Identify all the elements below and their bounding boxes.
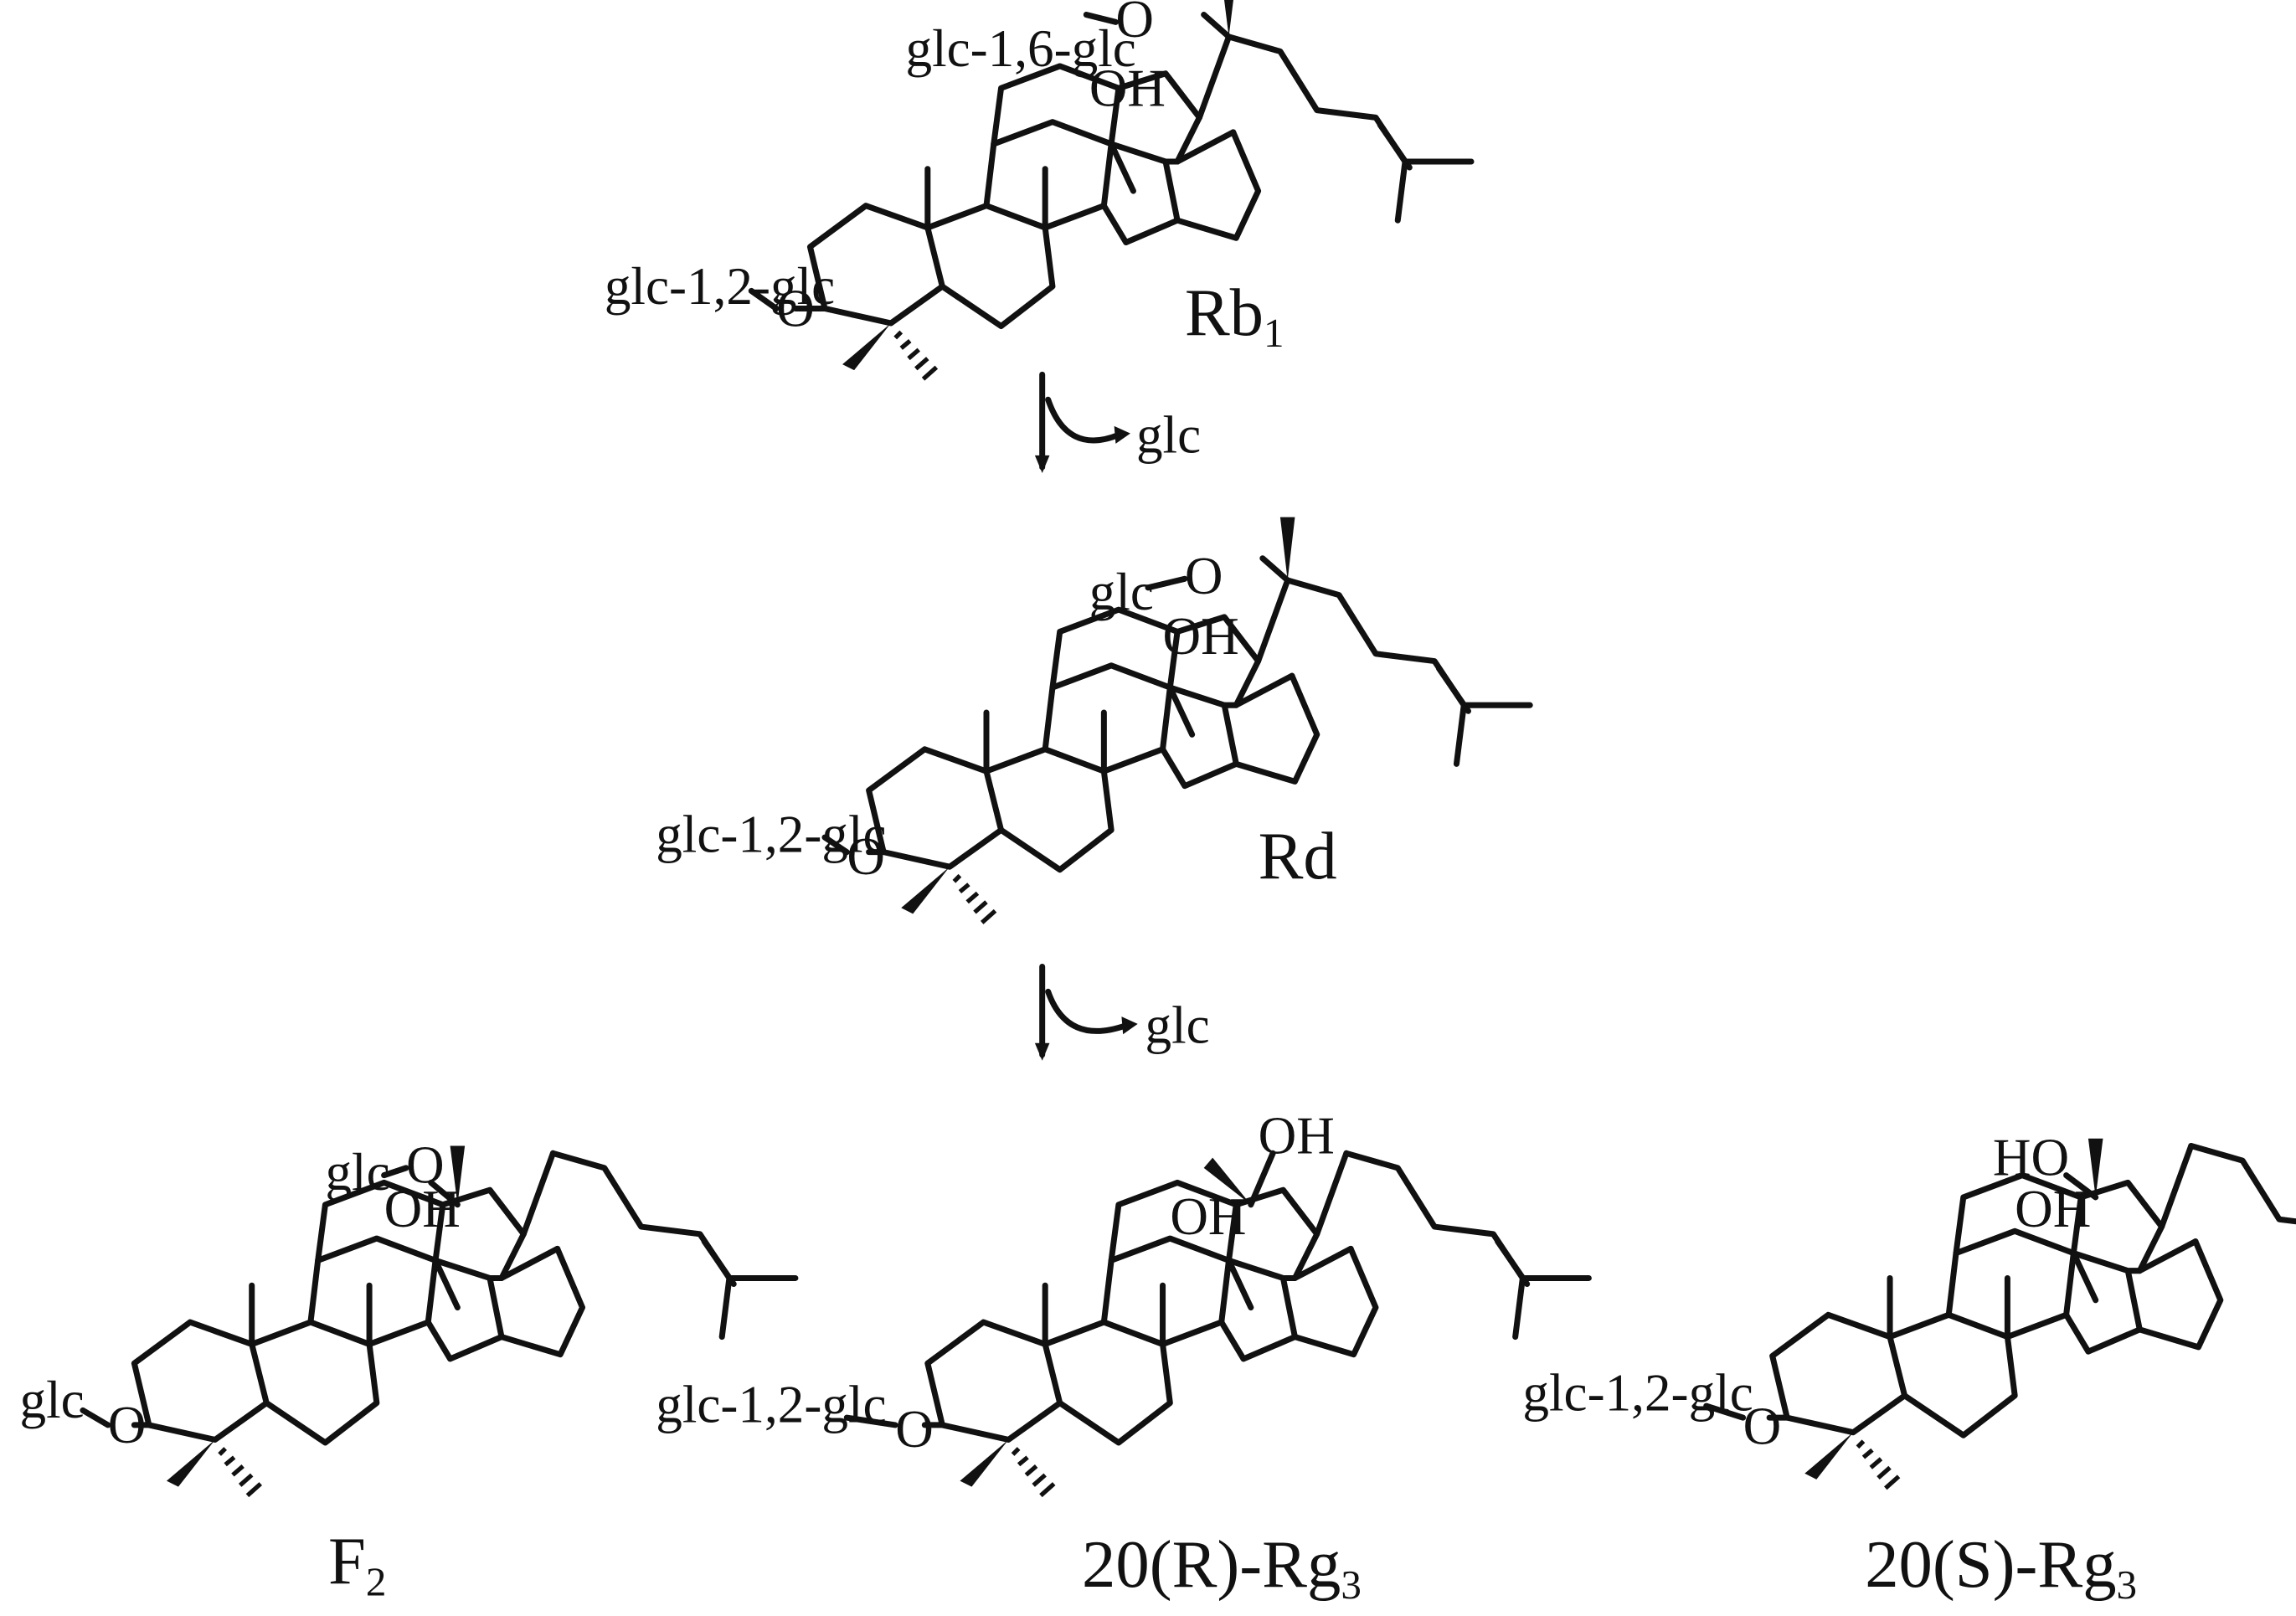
c12-hydroxyl: OH	[1089, 59, 1166, 117]
c20-sugar-label: glc-1,6-glc	[906, 19, 1136, 78]
c3-sugar-label: glc-1,2-glc	[656, 805, 886, 864]
compound-rb1: O glc-1,2-glc OH O glc-1,6-glc	[605, 0, 1471, 379]
c3-oxygen: O	[108, 1396, 147, 1454]
c20-sugar-label: glc	[325, 1143, 389, 1202]
c20-hydroxyl: OH	[1259, 1106, 1335, 1165]
compound-20r-rg3: O glc-1,2-glc OH OH	[656, 1106, 1588, 1495]
c3-oxygen: O	[895, 1400, 934, 1459]
compound-20s-rg3: O glc-1,2-glc OH HO	[1522, 1129, 2296, 1489]
byproduct-glc-2: glc	[1145, 996, 1209, 1055]
c3-sugar-label: glc	[20, 1371, 85, 1429]
compound-name-f2: F2	[328, 1524, 386, 1604]
c20-oxygen: O	[1185, 547, 1223, 605]
c3-sugar-label: glc-1,2-glc	[1522, 1363, 1753, 1422]
compound-f2: O glc OH O glc	[20, 1135, 795, 1495]
c3-sugar-label: glc-1,2-glc	[605, 257, 835, 316]
compound-name-rb1: Rb1	[1185, 275, 1284, 356]
reaction-arrow-1: glc	[1034, 371, 1201, 473]
c3-oxygen: O	[1743, 1397, 1782, 1456]
c12-hydroxyl: OH	[2015, 1180, 2091, 1238]
c12-hydroxyl: OH	[384, 1180, 461, 1238]
compound-name-20s-rg3: 20(S)-Rg3	[1865, 1527, 2137, 1608]
c12-hydroxyl: OH	[1170, 1187, 1246, 1246]
c20-hydroxyl: HO	[1993, 1129, 2069, 1187]
c3-sugar-label: glc-1,2-glc	[656, 1375, 886, 1433]
c20-oxygen: O	[406, 1135, 445, 1194]
compound-name-rd: Rd	[1259, 819, 1337, 893]
c12-hydroxyl: OH	[1163, 607, 1239, 666]
compound-rd: O glc-1,2-glc OH O glc	[656, 517, 1530, 923]
c3-oxygen: O	[776, 280, 815, 338]
compound-name-20r-rg3: 20(R)-Rg3	[1082, 1527, 1362, 1608]
c3-oxygen: O	[847, 827, 885, 886]
reaction-arrow-2: glc	[1034, 963, 1210, 1061]
c20-oxygen: O	[1115, 0, 1154, 49]
c20-sugar-label: glc	[1089, 563, 1154, 621]
byproduct-glc-1: glc	[1136, 405, 1201, 464]
